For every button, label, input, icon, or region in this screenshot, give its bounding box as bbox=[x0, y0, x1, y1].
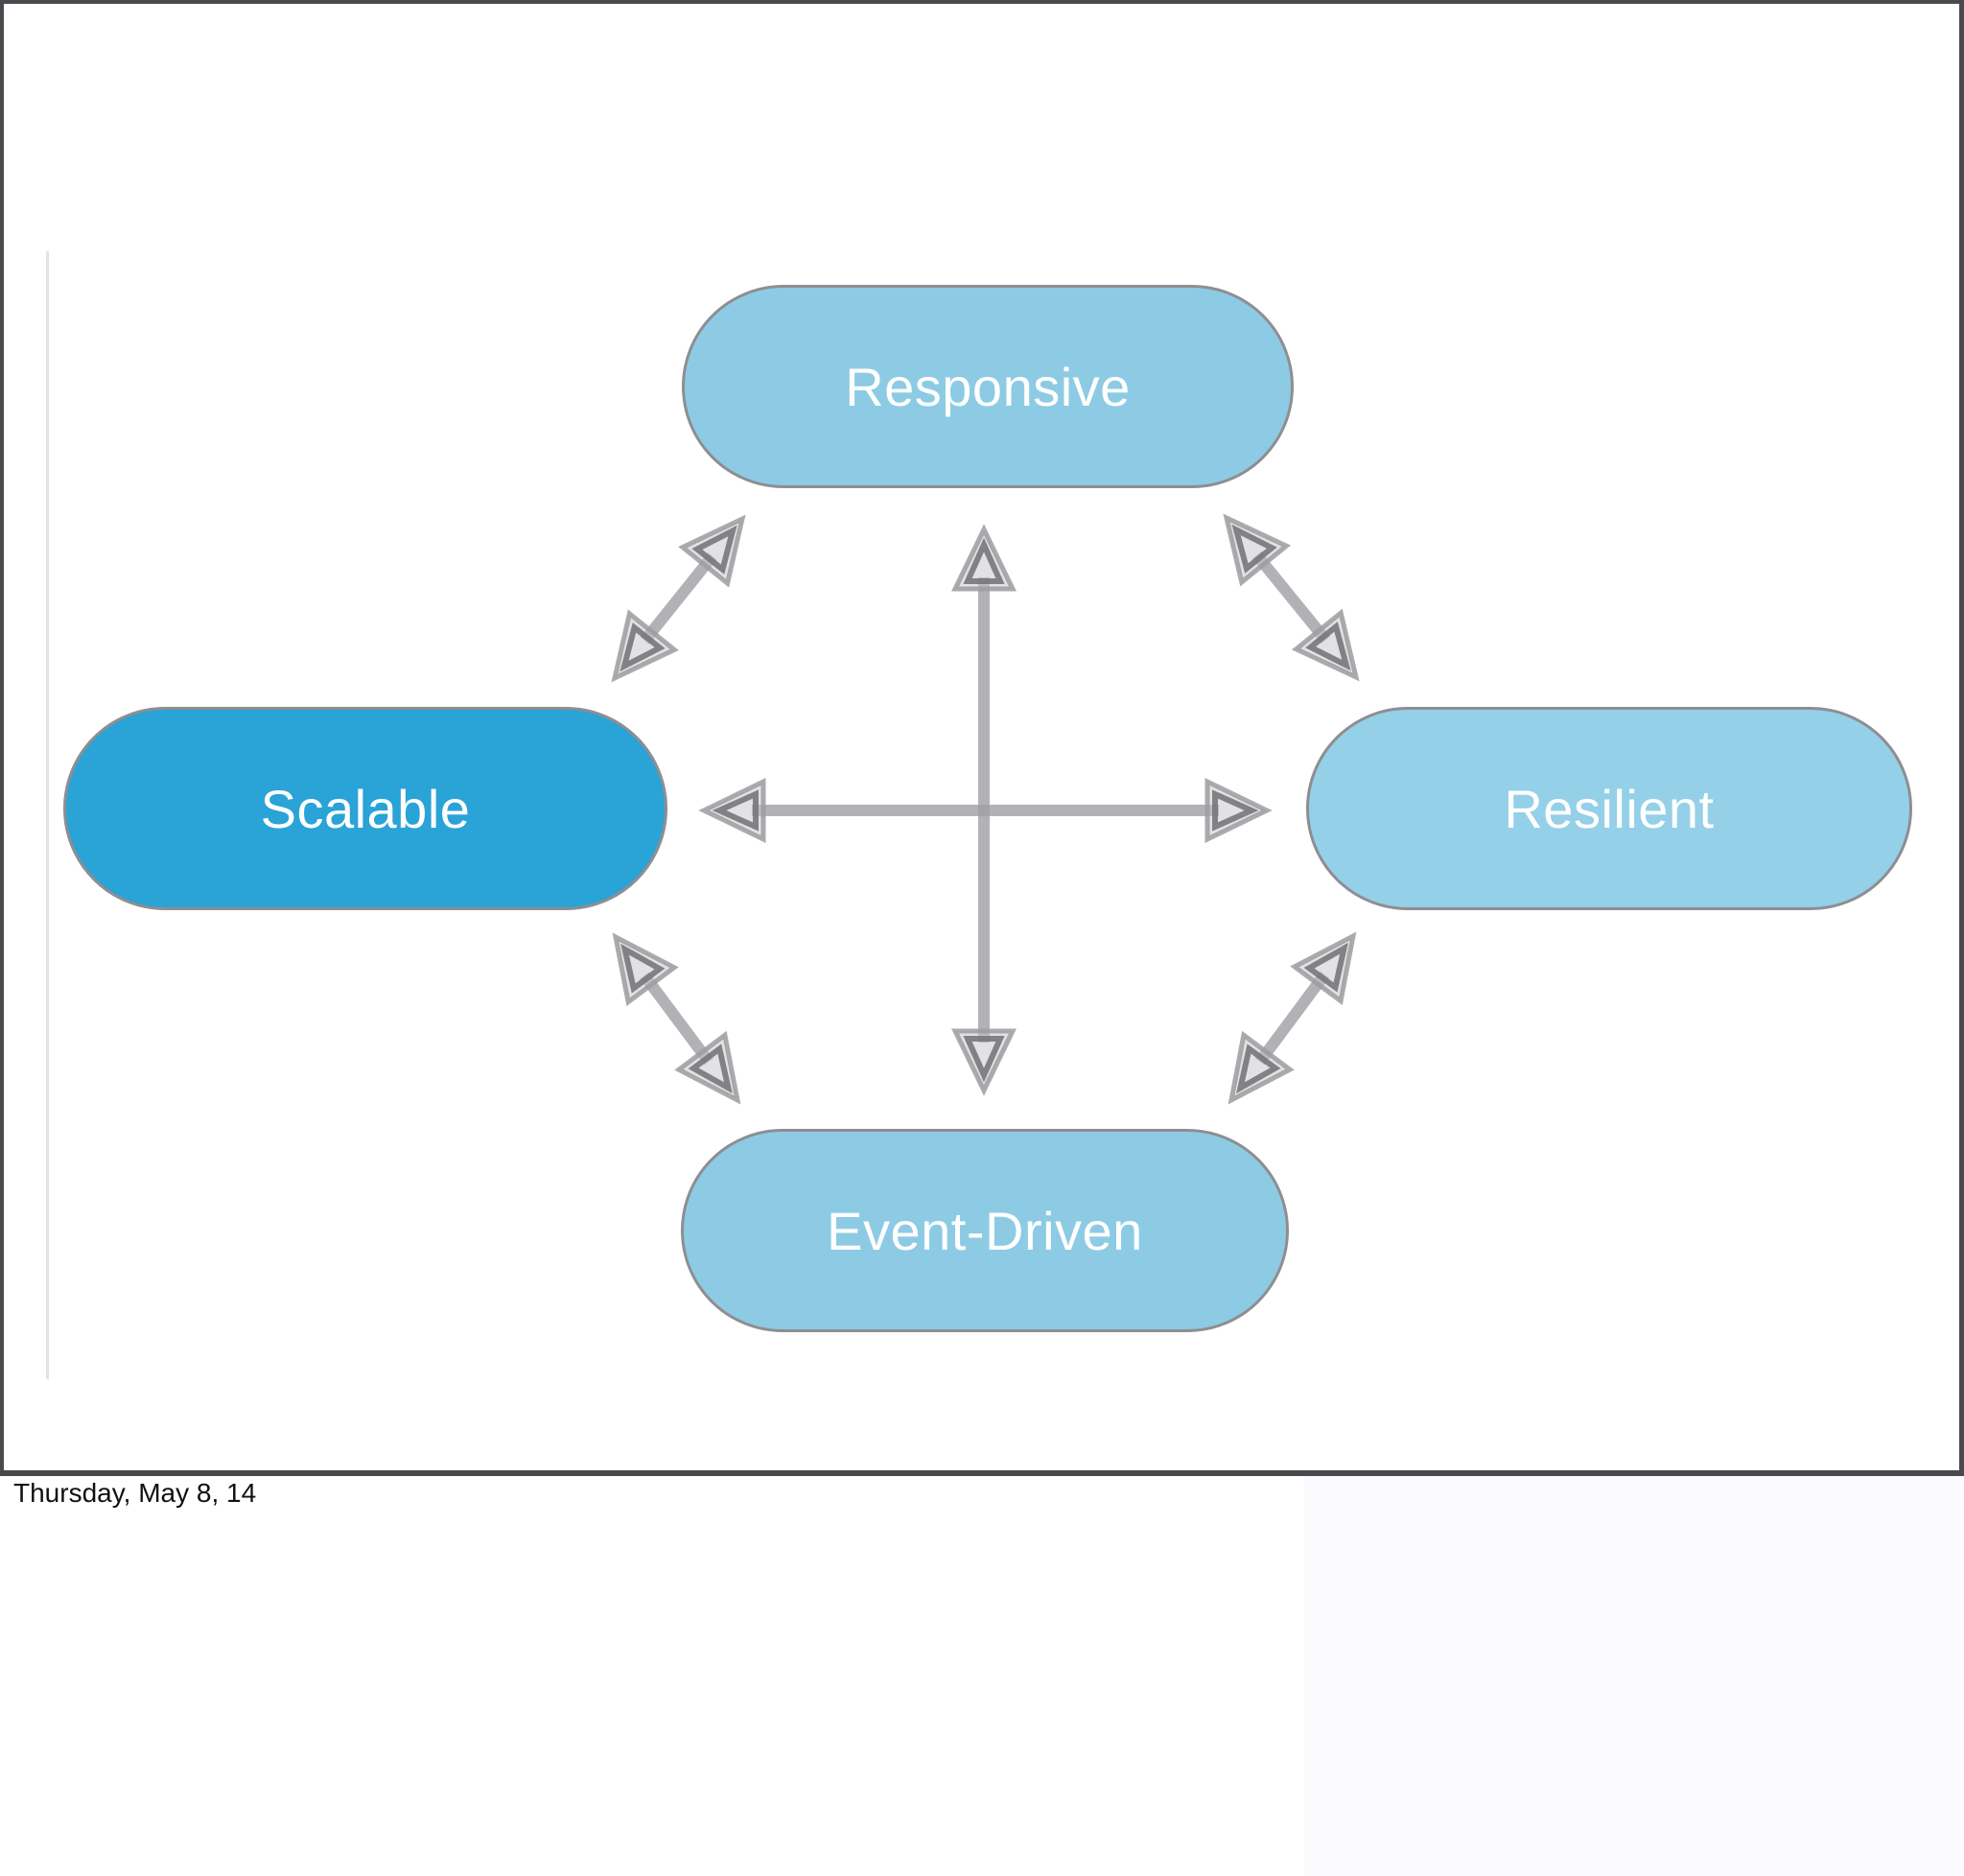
double-arrow-scalable-resilient bbox=[698, 778, 1273, 843]
node-event-driven-label: Event-Driven bbox=[827, 1200, 1143, 1261]
background-tint-region bbox=[1304, 1476, 1964, 1876]
node-event-driven: Event-Driven bbox=[681, 1129, 1289, 1332]
double-arrow-responsive-scalable bbox=[611, 514, 746, 683]
diagram-arrows-layer bbox=[611, 513, 1360, 1105]
node-resilient-label: Resilient bbox=[1504, 778, 1715, 839]
double-arrow-scalable-event-driven bbox=[612, 932, 741, 1105]
node-responsive: Responsive bbox=[682, 285, 1294, 488]
slide-footer-date: Thursday, May 8, 14 bbox=[13, 1478, 257, 1508]
double-arrow-responsive-resilient bbox=[1223, 513, 1360, 682]
node-resilient: Resilient bbox=[1306, 707, 1912, 910]
node-scalable: Scalable bbox=[63, 707, 667, 910]
node-scalable-label: Scalable bbox=[260, 778, 471, 839]
slide-canvas: Responsive Scalable Resilient Event-Driv… bbox=[0, 0, 1964, 1476]
node-responsive-label: Responsive bbox=[845, 356, 1131, 417]
slide-left-guide-line bbox=[46, 251, 49, 1379]
double-arrow-event-driven-resilient bbox=[1228, 931, 1357, 1105]
